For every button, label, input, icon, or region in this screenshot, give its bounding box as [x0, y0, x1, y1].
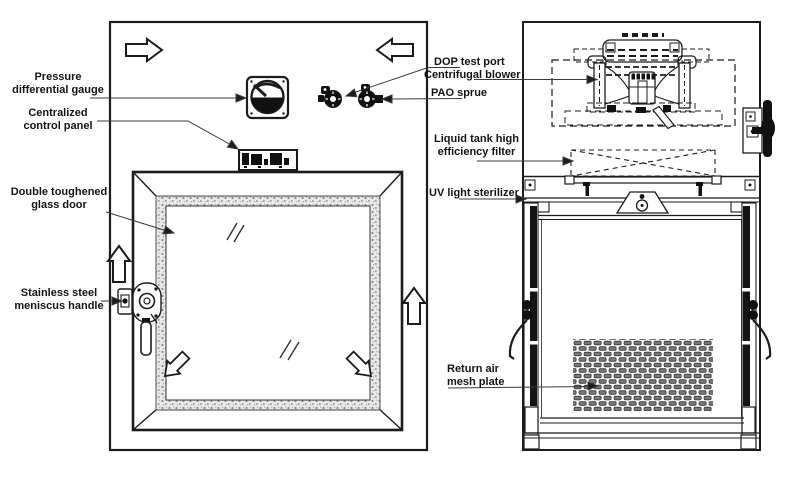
label-centralized-control-panel: Centralized control panel	[23, 107, 93, 132]
door-glass	[165, 205, 371, 401]
left-door-rail	[508, 202, 540, 450]
uv-sterilizer-icon	[615, 191, 670, 214]
right-hinge-icon	[748, 300, 772, 360]
label-pao-sprue: PAO sprue	[431, 87, 488, 99]
left-cabinet-front-view	[107, 20, 429, 452]
leader-arrow	[235, 93, 247, 103]
side-handle-icon	[742, 100, 775, 157]
leader-lines	[90, 67, 599, 391]
label-uv-light-sterilizer: UV light sterilizer	[429, 187, 519, 199]
glass-reflection-marks	[226, 222, 300, 361]
airflow-arrow-up-left-icon	[107, 245, 131, 283]
airflow-arrow-up-right-icon	[402, 287, 426, 325]
label-pressure-differential-gauge: Pressure differential gauge	[12, 71, 104, 96]
dop-test-port-icon	[318, 86, 342, 108]
return-air-mesh-plate	[573, 339, 713, 411]
label-dop-test-port: DOP test port	[434, 56, 505, 68]
control-panel-icon	[238, 149, 298, 171]
hepa-filter-icon	[570, 149, 716, 177]
pressure-gauge-icon	[245, 75, 290, 120]
door-handle-icon	[117, 282, 162, 356]
glass-door	[131, 170, 404, 432]
label-return-air-mesh-plate: Return air mesh plate	[447, 363, 505, 388]
label-double-toughened-glass-door: Double toughened glass door	[10, 186, 108, 211]
left-hinge-icon	[508, 300, 532, 360]
centrifugal-blower-icon	[573, 33, 710, 130]
right-cabinet-section-view	[508, 21, 775, 451]
label-liquid-tank-high-efficiency-filter: Liquid tank high efficiency filter	[434, 133, 519, 158]
airflow-arrow-left-icon	[376, 38, 414, 62]
left-cabinet-outline	[108, 20, 429, 452]
right-door-rail	[740, 202, 772, 450]
pao-sprue-icon	[358, 84, 383, 108]
label-centrifugal-blower: Centrifugal blower	[424, 69, 521, 81]
right-cabinet-outline	[522, 21, 761, 451]
fan-plenum	[551, 59, 736, 127]
airflow-arrow-right-icon	[125, 38, 163, 62]
blower-drain-spout	[652, 105, 675, 130]
label-stainless-steel-meniscus-handle: Stainless steel meniscus handle	[14, 287, 104, 312]
filter-mounting-bar	[524, 175, 756, 196]
